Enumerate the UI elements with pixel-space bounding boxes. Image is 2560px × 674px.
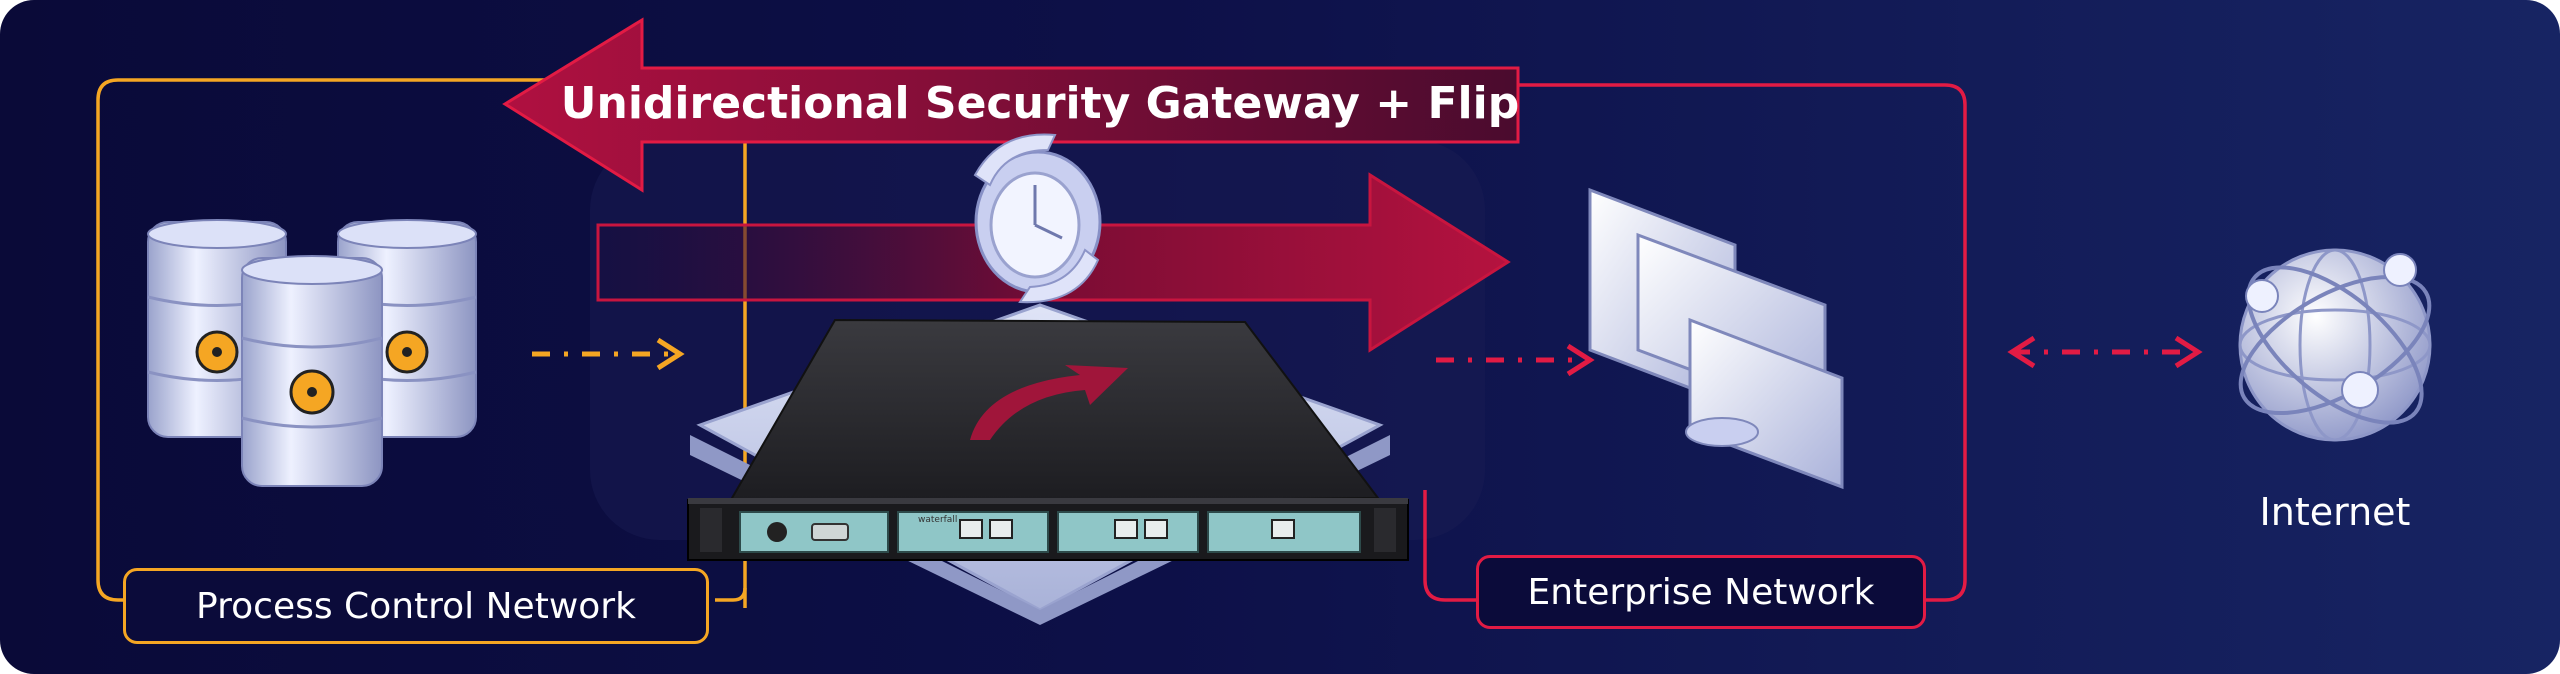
arrow-enterprise-internet [2007, 335, 2203, 369]
enterprise-frame [1510, 83, 1967, 602]
process-control-network-text: Process Control Network [196, 585, 636, 627]
gateway-device: waterfall [687, 318, 1409, 561]
process-control-frame [96, 78, 747, 608]
enterprise-network-label: Enterprise Network [1476, 555, 1926, 629]
rotating-clock-icon [973, 133, 1102, 304]
process-control-network-label: Process Control Network [123, 568, 709, 644]
title-arrow-left [502, 17, 1520, 193]
radioactive-barrel-icon [147, 219, 477, 487]
device-logo-swoosh [970, 365, 1128, 440]
arrow-gateway-to-enterprise [1436, 343, 1595, 377]
internet-label: Internet [2259, 490, 2411, 534]
enterprise-network-text: Enterprise Network [1527, 571, 1875, 613]
globe-network-icon [2238, 248, 2432, 442]
monitor-stack-icon [1588, 187, 1844, 490]
svg-text:waterfall: waterfall [918, 515, 957, 525]
arrow-process-to-gateway [532, 337, 685, 371]
diagram-title: Unidirectional Security Gateway + Flip [561, 78, 1519, 129]
